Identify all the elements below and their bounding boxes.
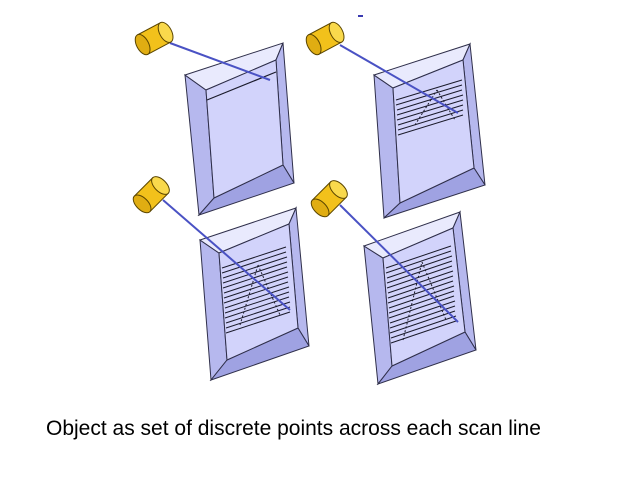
panel-face: [205, 59, 284, 199]
object-outline: [402, 261, 447, 341]
scan-beam: [339, 204, 459, 323]
scan-panel-2: [305, 15, 486, 220]
scan-panel-1: [134, 21, 295, 217]
scan-lines: [395, 79, 464, 136]
diagram-caption: Object as set of discrete points across …: [46, 417, 541, 440]
object-outline: [239, 264, 281, 326]
scan-beam: [169, 42, 271, 81]
scanner-cylinder: [132, 176, 170, 214]
scan-beam: [339, 44, 459, 114]
scanner-cylinder: [134, 21, 174, 56]
scanner-cylinder: [305, 21, 345, 56]
scan-line: [206, 71, 277, 101]
scan-beam: [162, 199, 291, 311]
scanner-cylinder: [310, 180, 348, 218]
scan-lines: [221, 246, 291, 334]
panel-face: [392, 59, 475, 204]
scan-panel-4: [310, 180, 477, 386]
scan-panel-3: [132, 176, 310, 382]
